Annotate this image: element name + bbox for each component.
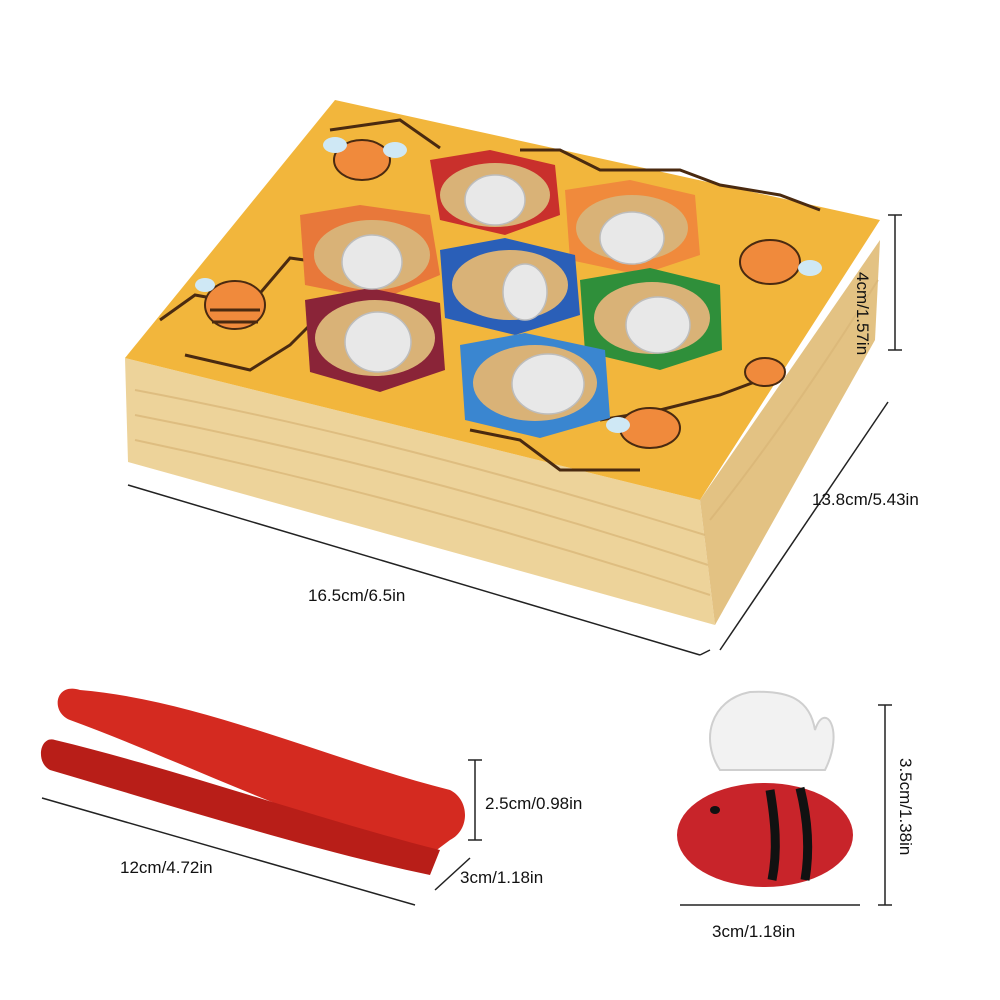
wooden-board (125, 100, 880, 625)
board-depth-label: 13.8cm/5.43in (812, 490, 919, 509)
bee-dimension-lines (680, 704, 892, 906)
wooden-bee (677, 690, 853, 887)
board-dimension-lines (127, 214, 902, 656)
board-right-side (700, 240, 880, 625)
tweezers-length-label: 12cm/4.72in (120, 858, 213, 877)
cartoon-bee-2 (195, 278, 266, 330)
bee-height-label: 3.5cm/1.38in (896, 758, 915, 856)
tweezers-dimension-lines (41, 759, 482, 906)
tweezers-height-label: 2.5cm/0.98in (485, 794, 583, 813)
tweezers-width-label: 3cm/1.18in (460, 868, 544, 887)
cartoon-bee-1 (323, 137, 407, 181)
tweezers (40, 688, 465, 875)
cartoon-bee-3 (739, 239, 822, 285)
bee-width-label: 3cm/1.18in (712, 922, 796, 941)
cartoon-bee-5 (606, 407, 681, 449)
board-height-label: 4cm/1.57in (853, 272, 872, 356)
felt-bee-wings (341, 174, 691, 415)
board-width-label: 16.5cm/6.5in (308, 586, 406, 605)
cartoon-bee-4 (744, 357, 786, 387)
board-front-side (125, 358, 715, 625)
